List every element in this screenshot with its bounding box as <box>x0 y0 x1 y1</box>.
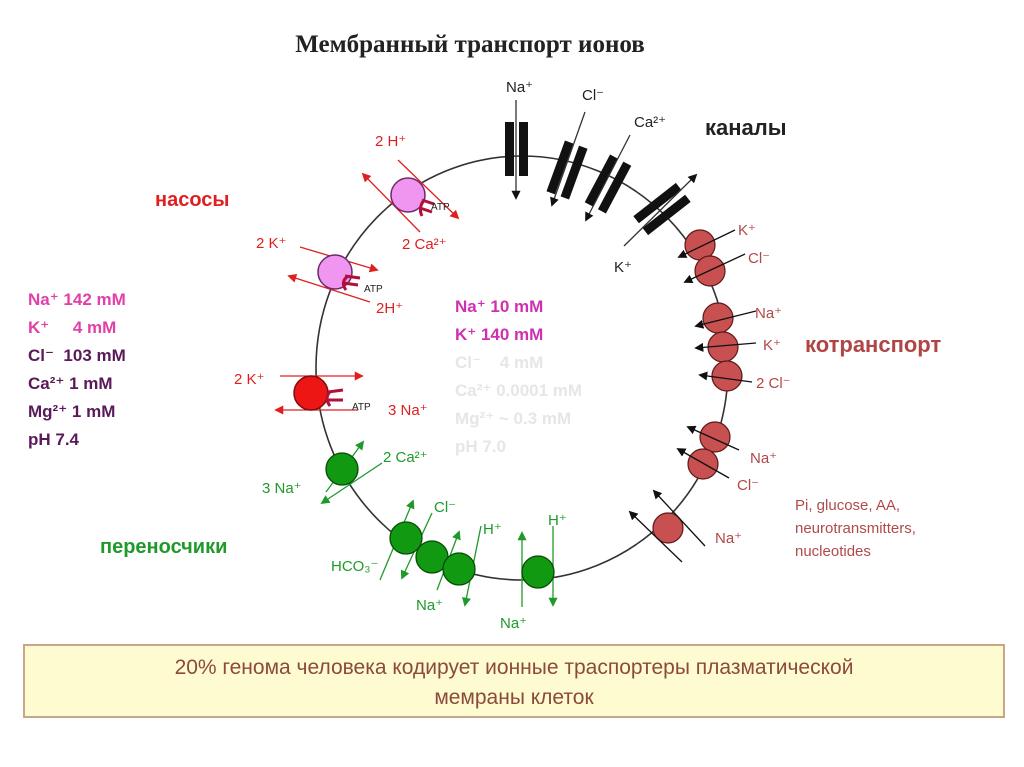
svg-text:Na⁺: Na⁺ <box>715 530 742 547</box>
label-carriers: переносчики <box>100 536 227 558</box>
svg-text:мемраны клеток: мемраны клеток <box>434 686 594 709</box>
cotransporter-na-substrate: Na⁺ <box>628 489 742 563</box>
svg-text:2 K⁺: 2 K⁺ <box>234 371 264 388</box>
int-k: K⁺ 140 mM <box>455 325 543 344</box>
int-ph: pH 7.0 <box>455 437 506 456</box>
atp-hook-icon <box>341 274 361 291</box>
svg-text:Ca²⁺: Ca²⁺ <box>634 114 666 131</box>
substrate-list: Pi, glucose, AA, neurotransmitters, nucl… <box>795 497 916 560</box>
svg-text:20% генома человека кодирует и: 20% генома человека кодирует ионные трас… <box>175 656 854 679</box>
intracellular-concentrations: Na⁺ 10 mM K⁺ 140 mM Cl⁻ 4 mM Ca²⁺ 0.0001… <box>455 297 582 456</box>
cotransporter-na-cl: Na⁺ Cl⁻ <box>676 421 777 494</box>
svg-text:2 Ca²⁺: 2 Ca²⁺ <box>383 449 428 466</box>
svg-text:H⁺: H⁺ <box>548 512 567 529</box>
svg-text:nucleotides: nucleotides <box>795 543 871 560</box>
svg-text:Na⁺: Na⁺ <box>500 615 527 632</box>
svg-text:Cl⁻: Cl⁻ <box>582 87 604 104</box>
ext-k: K⁺ 4 mM <box>28 318 116 337</box>
extracellular-concentrations: Na⁺ 142 mM K⁺ 4 mM Cl⁻ 103 mM Ca²⁺ 1 mM … <box>28 290 126 449</box>
svg-text:2 H⁺: 2 H⁺ <box>375 133 406 150</box>
channel-k: K⁺ <box>614 173 698 276</box>
atp-hook-icon <box>325 388 344 407</box>
svg-text:2 Ca²⁺: 2 Ca²⁺ <box>402 236 447 253</box>
svg-text:Cl⁻: Cl⁻ <box>737 477 759 494</box>
channel-na: Na⁺ <box>505 79 533 200</box>
label-channels: каналы <box>705 115 787 140</box>
carrier-cl-hco3-na-h: Cl⁻ HCO₃⁻ Na⁺ H⁺ <box>331 499 502 614</box>
svg-text:2 Cl⁻: 2 Cl⁻ <box>756 375 791 392</box>
channel-cl: Cl⁻ <box>546 87 604 207</box>
pump-na-k: ATP 2 K⁺ 3 Na⁺ <box>234 371 428 419</box>
svg-text:neurotransmitters,: neurotransmitters, <box>795 520 916 537</box>
svg-text:2H⁺: 2H⁺ <box>376 300 403 317</box>
svg-text:2 K⁺: 2 K⁺ <box>256 235 286 252</box>
label-cotransport: котранспорт <box>805 332 941 357</box>
svg-text:ATP: ATP <box>431 202 450 213</box>
svg-text:3 Na⁺: 3 Na⁺ <box>262 480 302 497</box>
cotransporter-k-cl: K⁺ Cl⁻ <box>677 222 770 287</box>
svg-text:K⁺: K⁺ <box>614 259 632 276</box>
int-ca: Ca²⁺ 0.0001 mM <box>455 381 582 400</box>
label-pumps: насосы <box>155 189 229 211</box>
diagram-title: Мембранный транспорт ионов <box>295 31 644 58</box>
svg-text:Na⁺: Na⁺ <box>755 305 782 322</box>
svg-text:3 Na⁺: 3 Na⁺ <box>388 402 428 419</box>
svg-text:HCO₃⁻: HCO₃⁻ <box>331 558 378 575</box>
channel-ca: Ca²⁺ <box>584 114 666 222</box>
svg-text:K⁺: K⁺ <box>763 337 781 354</box>
svg-text:Pi, glucose, AA,: Pi, glucose, AA, <box>795 497 900 514</box>
svg-text:Cl⁻: Cl⁻ <box>434 499 456 516</box>
pump-k-h: ATP 2 K⁺ 2H⁺ <box>256 235 403 317</box>
int-mg: Mg²⁺ ~ 0.3 mM <box>455 409 571 428</box>
int-cl: Cl⁻ 4 mM <box>455 353 543 372</box>
ext-mg: Mg²⁺ 1 mM <box>28 402 115 421</box>
carrier-na-h: H⁺ Na⁺ <box>500 512 567 632</box>
svg-text:Na⁺: Na⁺ <box>750 450 777 467</box>
ext-ca: Ca²⁺ 1 mM <box>28 374 113 393</box>
svg-text:Na⁺: Na⁺ <box>506 79 533 96</box>
svg-text:K⁺: K⁺ <box>738 222 756 239</box>
svg-text:Na⁺: Na⁺ <box>416 597 443 614</box>
cotransporter-na-k-2cl: Na⁺ K⁺ 2 Cl⁻ <box>694 302 791 392</box>
svg-text:Cl⁻: Cl⁻ <box>748 250 770 267</box>
atp-hook-icon <box>418 198 435 217</box>
ext-cl: Cl⁻ 103 mM <box>28 346 126 365</box>
ext-ph: pH 7.4 <box>28 430 80 449</box>
ext-na: Na⁺ 142 mM <box>28 290 126 309</box>
genome-note-banner: 20% генома человека кодирует ионные трас… <box>23 644 1005 718</box>
svg-text:H⁺: H⁺ <box>483 521 502 538</box>
svg-text:ATP: ATP <box>364 284 383 295</box>
int-na: Na⁺ 10 mM <box>455 297 543 316</box>
svg-text:ATP: ATP <box>352 402 371 413</box>
pump-h-ca: ATP 2 H⁺ 2 Ca²⁺ <box>361 133 460 253</box>
carrier-na-ca: 2 Ca²⁺ 3 Na⁺ <box>262 440 428 505</box>
